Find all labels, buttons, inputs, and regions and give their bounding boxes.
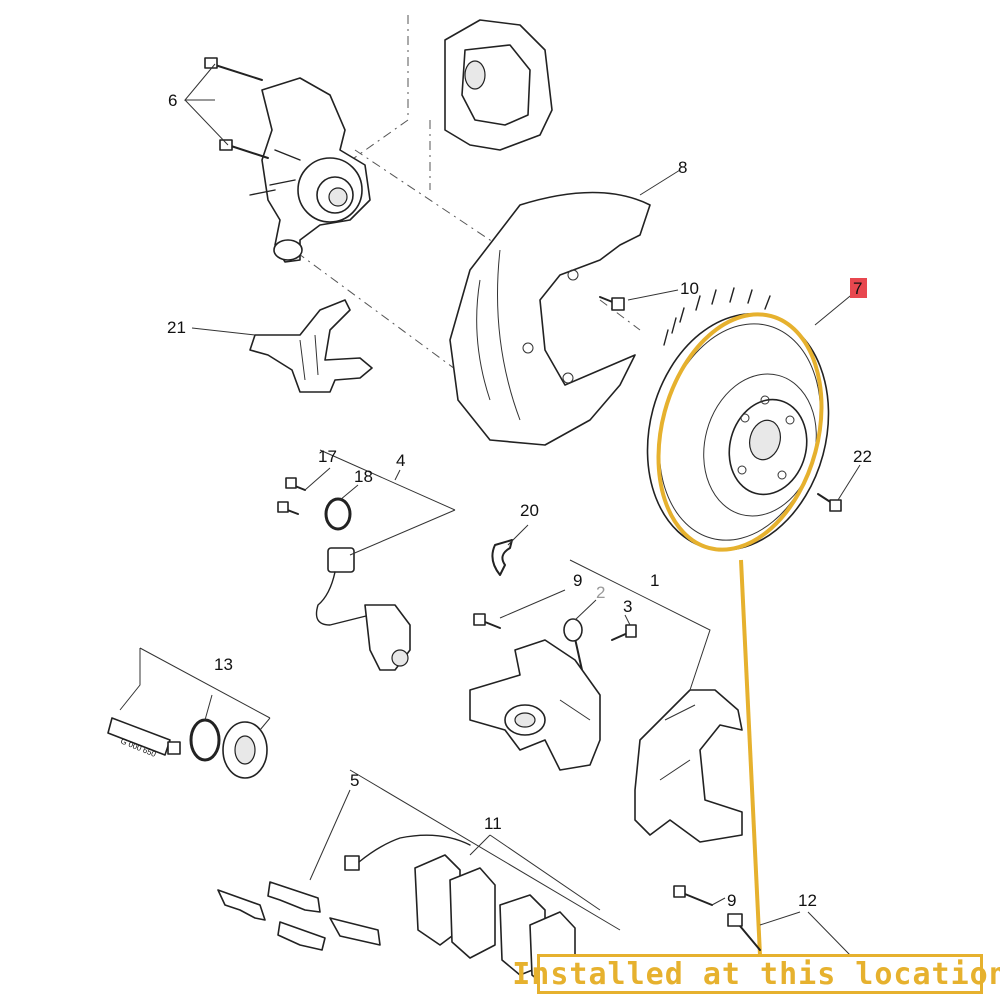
screw-17 <box>277 477 306 515</box>
bleed-valve-2 <box>563 618 583 671</box>
bolt-6-top <box>204 57 263 81</box>
label-2: 2 <box>596 583 605 602</box>
label-5: 5 <box>350 771 359 790</box>
guide-pins-12 <box>727 913 761 951</box>
label-9-lower: 9 <box>727 891 736 910</box>
label-18: 18 <box>354 467 373 486</box>
caliper-1 <box>469 639 601 771</box>
caliper-carrier-top <box>444 19 553 151</box>
cap-3 <box>611 624 637 641</box>
grease-tube-13: G 000 650 <box>107 717 181 759</box>
label-17: 17 <box>318 447 337 466</box>
wear-sensor-11 <box>344 834 471 871</box>
label-6: 6 <box>168 91 177 110</box>
o-ring-18 <box>324 497 352 531</box>
seal-13 <box>189 718 221 762</box>
part-labels: 6 8 10 7 21 22 17 18 4 20 9 2 1 3 13 5 1… <box>167 91 872 910</box>
label-22: 22 <box>853 447 872 466</box>
label-13: 13 <box>214 655 233 674</box>
label-21: 21 <box>167 318 186 337</box>
bracket-21 <box>249 299 373 393</box>
bolt-10 <box>599 296 625 311</box>
label-7-highlight <box>850 278 867 298</box>
label-1: 1 <box>650 571 659 590</box>
highlight-marker <box>656 312 824 956</box>
bolt-9-lower <box>673 885 713 906</box>
label-9-upper: 9 <box>573 571 582 590</box>
wear-sensor-4 <box>315 547 411 671</box>
bolt-6-bottom <box>219 139 269 159</box>
label-12: 12 <box>798 891 817 910</box>
label-20: 20 <box>520 501 539 520</box>
callout-text: Installed at this location <box>512 956 1000 992</box>
label-8: 8 <box>678 158 687 177</box>
caliper-carrier-lower <box>634 689 743 843</box>
bolt-9-upper <box>473 613 501 629</box>
leader-lines <box>119 63 861 956</box>
label-7: 7 <box>853 279 862 298</box>
bolt-22 <box>817 493 842 512</box>
label-3: 3 <box>623 597 632 616</box>
bearing-13 <box>222 721 268 779</box>
wheel-bearing-housing <box>249 77 371 263</box>
label-11: 11 <box>484 814 502 833</box>
label-4: 4 <box>396 451 405 470</box>
clip-20 <box>491 539 513 576</box>
pad-springs-5 <box>217 881 381 951</box>
label-10: 10 <box>680 279 699 298</box>
installed-location-callout: Installed at this location <box>512 954 1000 994</box>
splash-shield <box>449 191 651 446</box>
assembly-lines <box>279 15 641 381</box>
